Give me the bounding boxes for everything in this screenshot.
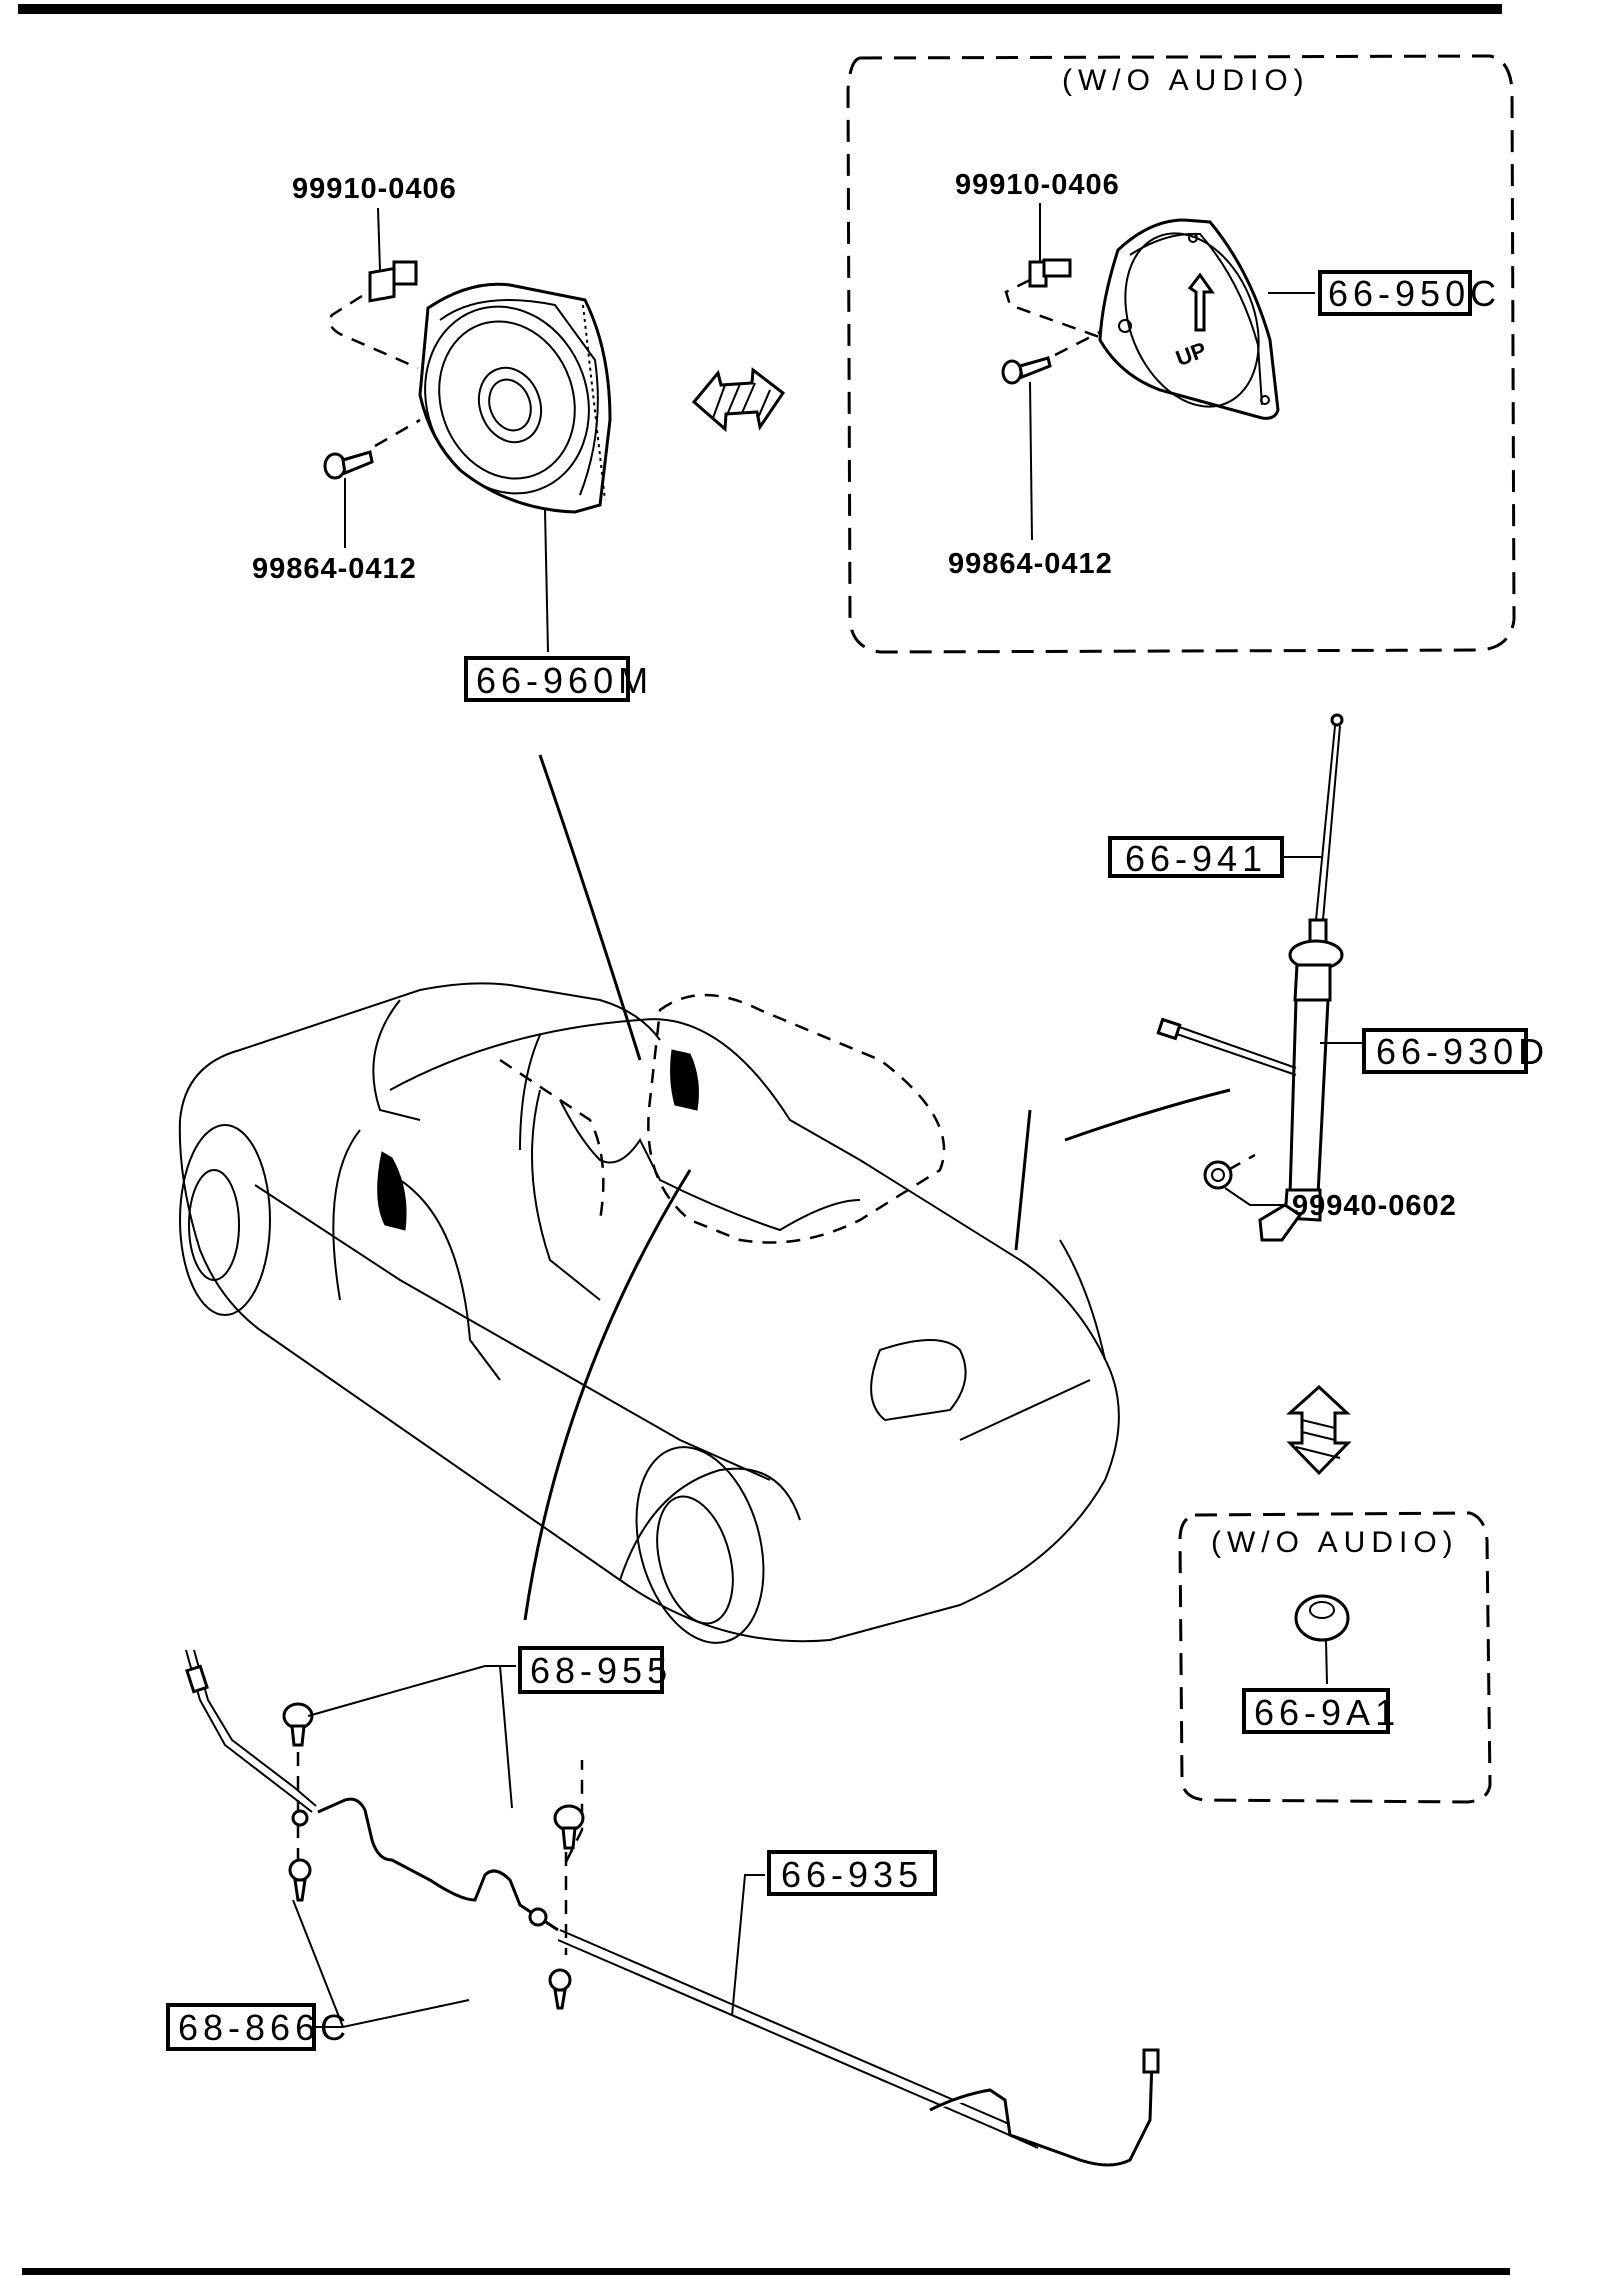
feeder-end-icon xyxy=(929,2059,1154,2167)
cover-part-number[interactable]: 66-950C xyxy=(1328,273,1501,314)
nut-part-number[interactable]: 99940-0602 xyxy=(1292,1190,1457,1222)
screw-icon xyxy=(323,450,374,480)
screw-part-number[interactable]: 99864-0412 xyxy=(252,553,417,585)
bottom-rule xyxy=(22,2268,1510,2275)
callout-curve xyxy=(1064,1088,1231,1142)
clip-part-number[interactable]: 99910-0406 xyxy=(292,173,457,205)
clamp-icon xyxy=(288,1858,312,1902)
plug-part-number[interactable]: 66-9A1 xyxy=(1254,1692,1400,1733)
antenna-cable-icon xyxy=(1164,1022,1297,1076)
plug-icon xyxy=(1294,1594,1350,1642)
callout-curve xyxy=(538,754,642,1061)
mast-part-box xyxy=(1108,836,1284,878)
speaker-part-number[interactable]: 66-960M xyxy=(476,660,653,701)
mast-part-number[interactable]: 66-941 xyxy=(1125,838,1267,879)
leader-line xyxy=(1325,1639,1328,1685)
feeder-group: 68-955 66-935 68-866C xyxy=(166,1646,1160,2167)
clip-icon xyxy=(282,1702,314,1747)
leader-line xyxy=(307,1665,513,1809)
leader-line xyxy=(1029,381,1033,541)
car-illustration xyxy=(178,754,1231,1644)
dashed-guide xyxy=(1004,278,1103,340)
speaker-part-box xyxy=(464,656,630,702)
clip-icon xyxy=(553,1804,585,1850)
antenna-tip-icon xyxy=(1330,713,1344,727)
horizontal-interchange-arrow-icon xyxy=(691,367,786,433)
antenna-part-number[interactable]: 66-930D xyxy=(1376,1031,1549,1072)
antenna-body-icon xyxy=(1258,918,1344,1242)
rear-speaker-location-icon xyxy=(670,1049,699,1111)
screw-icon xyxy=(1001,356,1052,385)
dashed-guide xyxy=(1227,1153,1256,1172)
top-rule xyxy=(18,4,1502,14)
clamp-part-box xyxy=(166,2003,316,2051)
feeder-part-number[interactable]: 66-935 xyxy=(781,1854,923,1895)
alt-antenna-group: (W/O AUDIO) 66-9A1 xyxy=(1178,1511,1492,1804)
condition-label: (W/O AUDIO) xyxy=(1211,1526,1459,1559)
condition-label: (W/O AUDIO) xyxy=(1062,64,1310,97)
antenna-group: 66-941 66-930D 99940-0602 xyxy=(1108,713,1549,1242)
clip-icon xyxy=(368,260,418,303)
condition-frame xyxy=(846,54,1516,654)
clamp-icon xyxy=(548,1968,572,2010)
dashed-guide xyxy=(374,418,421,448)
callout-curve xyxy=(523,1169,692,1621)
antenna-part-box xyxy=(1362,1028,1528,1074)
speaker-group: 99910-0406 99864-0412 66-960M xyxy=(252,173,653,702)
clip-part-box xyxy=(518,1646,664,1694)
leader-line xyxy=(377,207,381,271)
plug-part-box xyxy=(1242,1688,1390,1734)
nut-icon xyxy=(1203,1160,1233,1190)
leader-line xyxy=(544,509,549,653)
antenna-location-icon xyxy=(1014,1109,1032,1251)
cover-part-box xyxy=(1318,270,1472,316)
feeder-part-box xyxy=(767,1850,937,1896)
door-speaker-location-icon xyxy=(377,1151,407,1231)
alt-speaker-group: (W/O AUDIO) 99910-0406 UP 66-950C 99864-… xyxy=(846,54,1516,654)
vertical-interchange-arrow-icon xyxy=(1286,1384,1352,1476)
feeder-harness-icon xyxy=(317,1797,559,1932)
leader-line xyxy=(1224,1187,1285,1206)
antenna-mast-icon xyxy=(1315,725,1341,921)
clamp-part-number[interactable]: 68-866C xyxy=(178,2007,351,2048)
dashed-guide xyxy=(1054,330,1101,357)
clip-part-number[interactable]: 68-955 xyxy=(530,1650,672,1691)
alt-screw-part-number[interactable]: 99864-0412 xyxy=(948,548,1113,580)
dashed-guide xyxy=(564,1760,584,1863)
clip-icon xyxy=(1028,258,1072,288)
leader-line xyxy=(731,1874,765,2017)
speaker-icon xyxy=(418,282,612,514)
alt-clip-part-number[interactable]: 99910-0406 xyxy=(955,169,1120,201)
condition-frame xyxy=(1178,1511,1492,1804)
speaker-cover-icon: UP xyxy=(1098,218,1280,420)
dashed-guide xyxy=(328,294,419,370)
